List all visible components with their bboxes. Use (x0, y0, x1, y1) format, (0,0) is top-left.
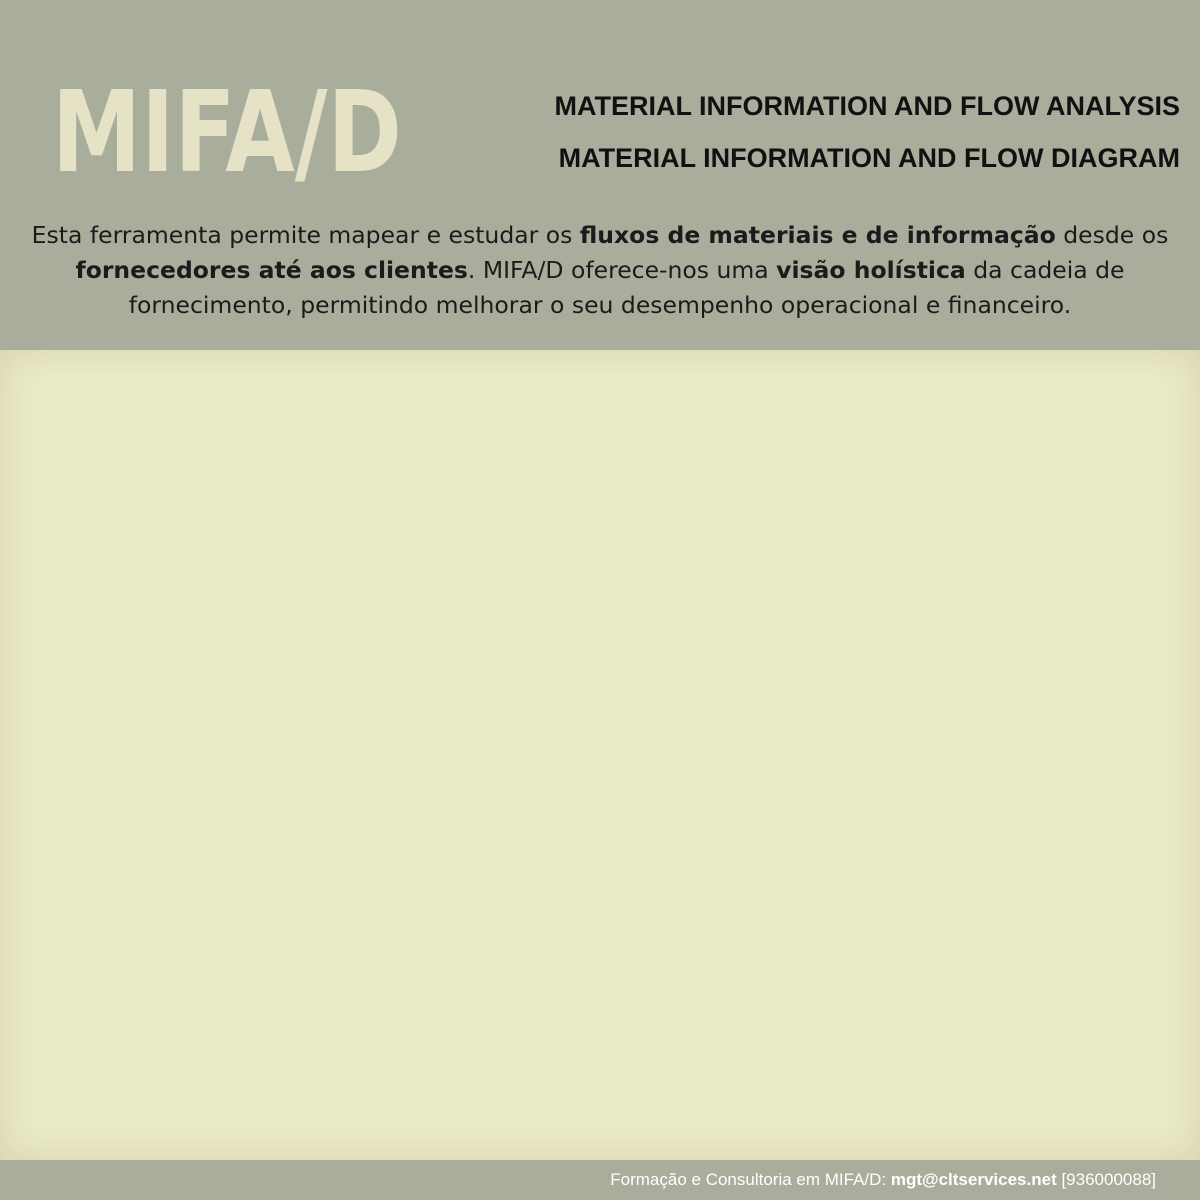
description-emphasis: fluxos de materiais e de informação (579, 221, 1056, 249)
footer-phone: [936000088] (1056, 1170, 1156, 1189)
description-emphasis: fornecedores até aos clientes (75, 256, 468, 284)
description-text: . MIFA/D oferece-nos uma (467, 256, 777, 284)
footer-contact: Formação e Consultoria em MIFA/D: mgt@cl… (610, 1160, 1156, 1200)
subtitle-analysis: MATERIAL INFORMATION AND FLOW ANALYSIS (554, 91, 1180, 121)
subtitles: MATERIAL INFORMATION AND FLOW ANALYSIS M… (460, 86, 1180, 178)
header: MIFA/D MATERIAL INFORMATION AND FLOW ANA… (0, 0, 1200, 350)
subtitle-diagram: MATERIAL INFORMATION AND FLOW DIAGRAM (558, 143, 1180, 173)
description: Esta ferramenta permite mapear e estudar… (18, 218, 1182, 323)
footer: Formação e Consultoria em MIFA/D: mgt@cl… (0, 1160, 1200, 1200)
footer-email[interactable]: mgt@cltservices.net (890, 1170, 1057, 1189)
description-text: desde os (1055, 221, 1169, 249)
description-text: da cadeia de fornecimento, permitindo me… (128, 256, 1125, 319)
logo: MIFA/D (52, 68, 402, 198)
description-text: Esta ferramenta permite mapear e estudar… (31, 221, 580, 249)
description-emphasis: visão holística (776, 256, 966, 284)
footer-label: Formação e Consultoria em MIFA/D: (610, 1170, 891, 1189)
diagram-area (0, 350, 1200, 1160)
